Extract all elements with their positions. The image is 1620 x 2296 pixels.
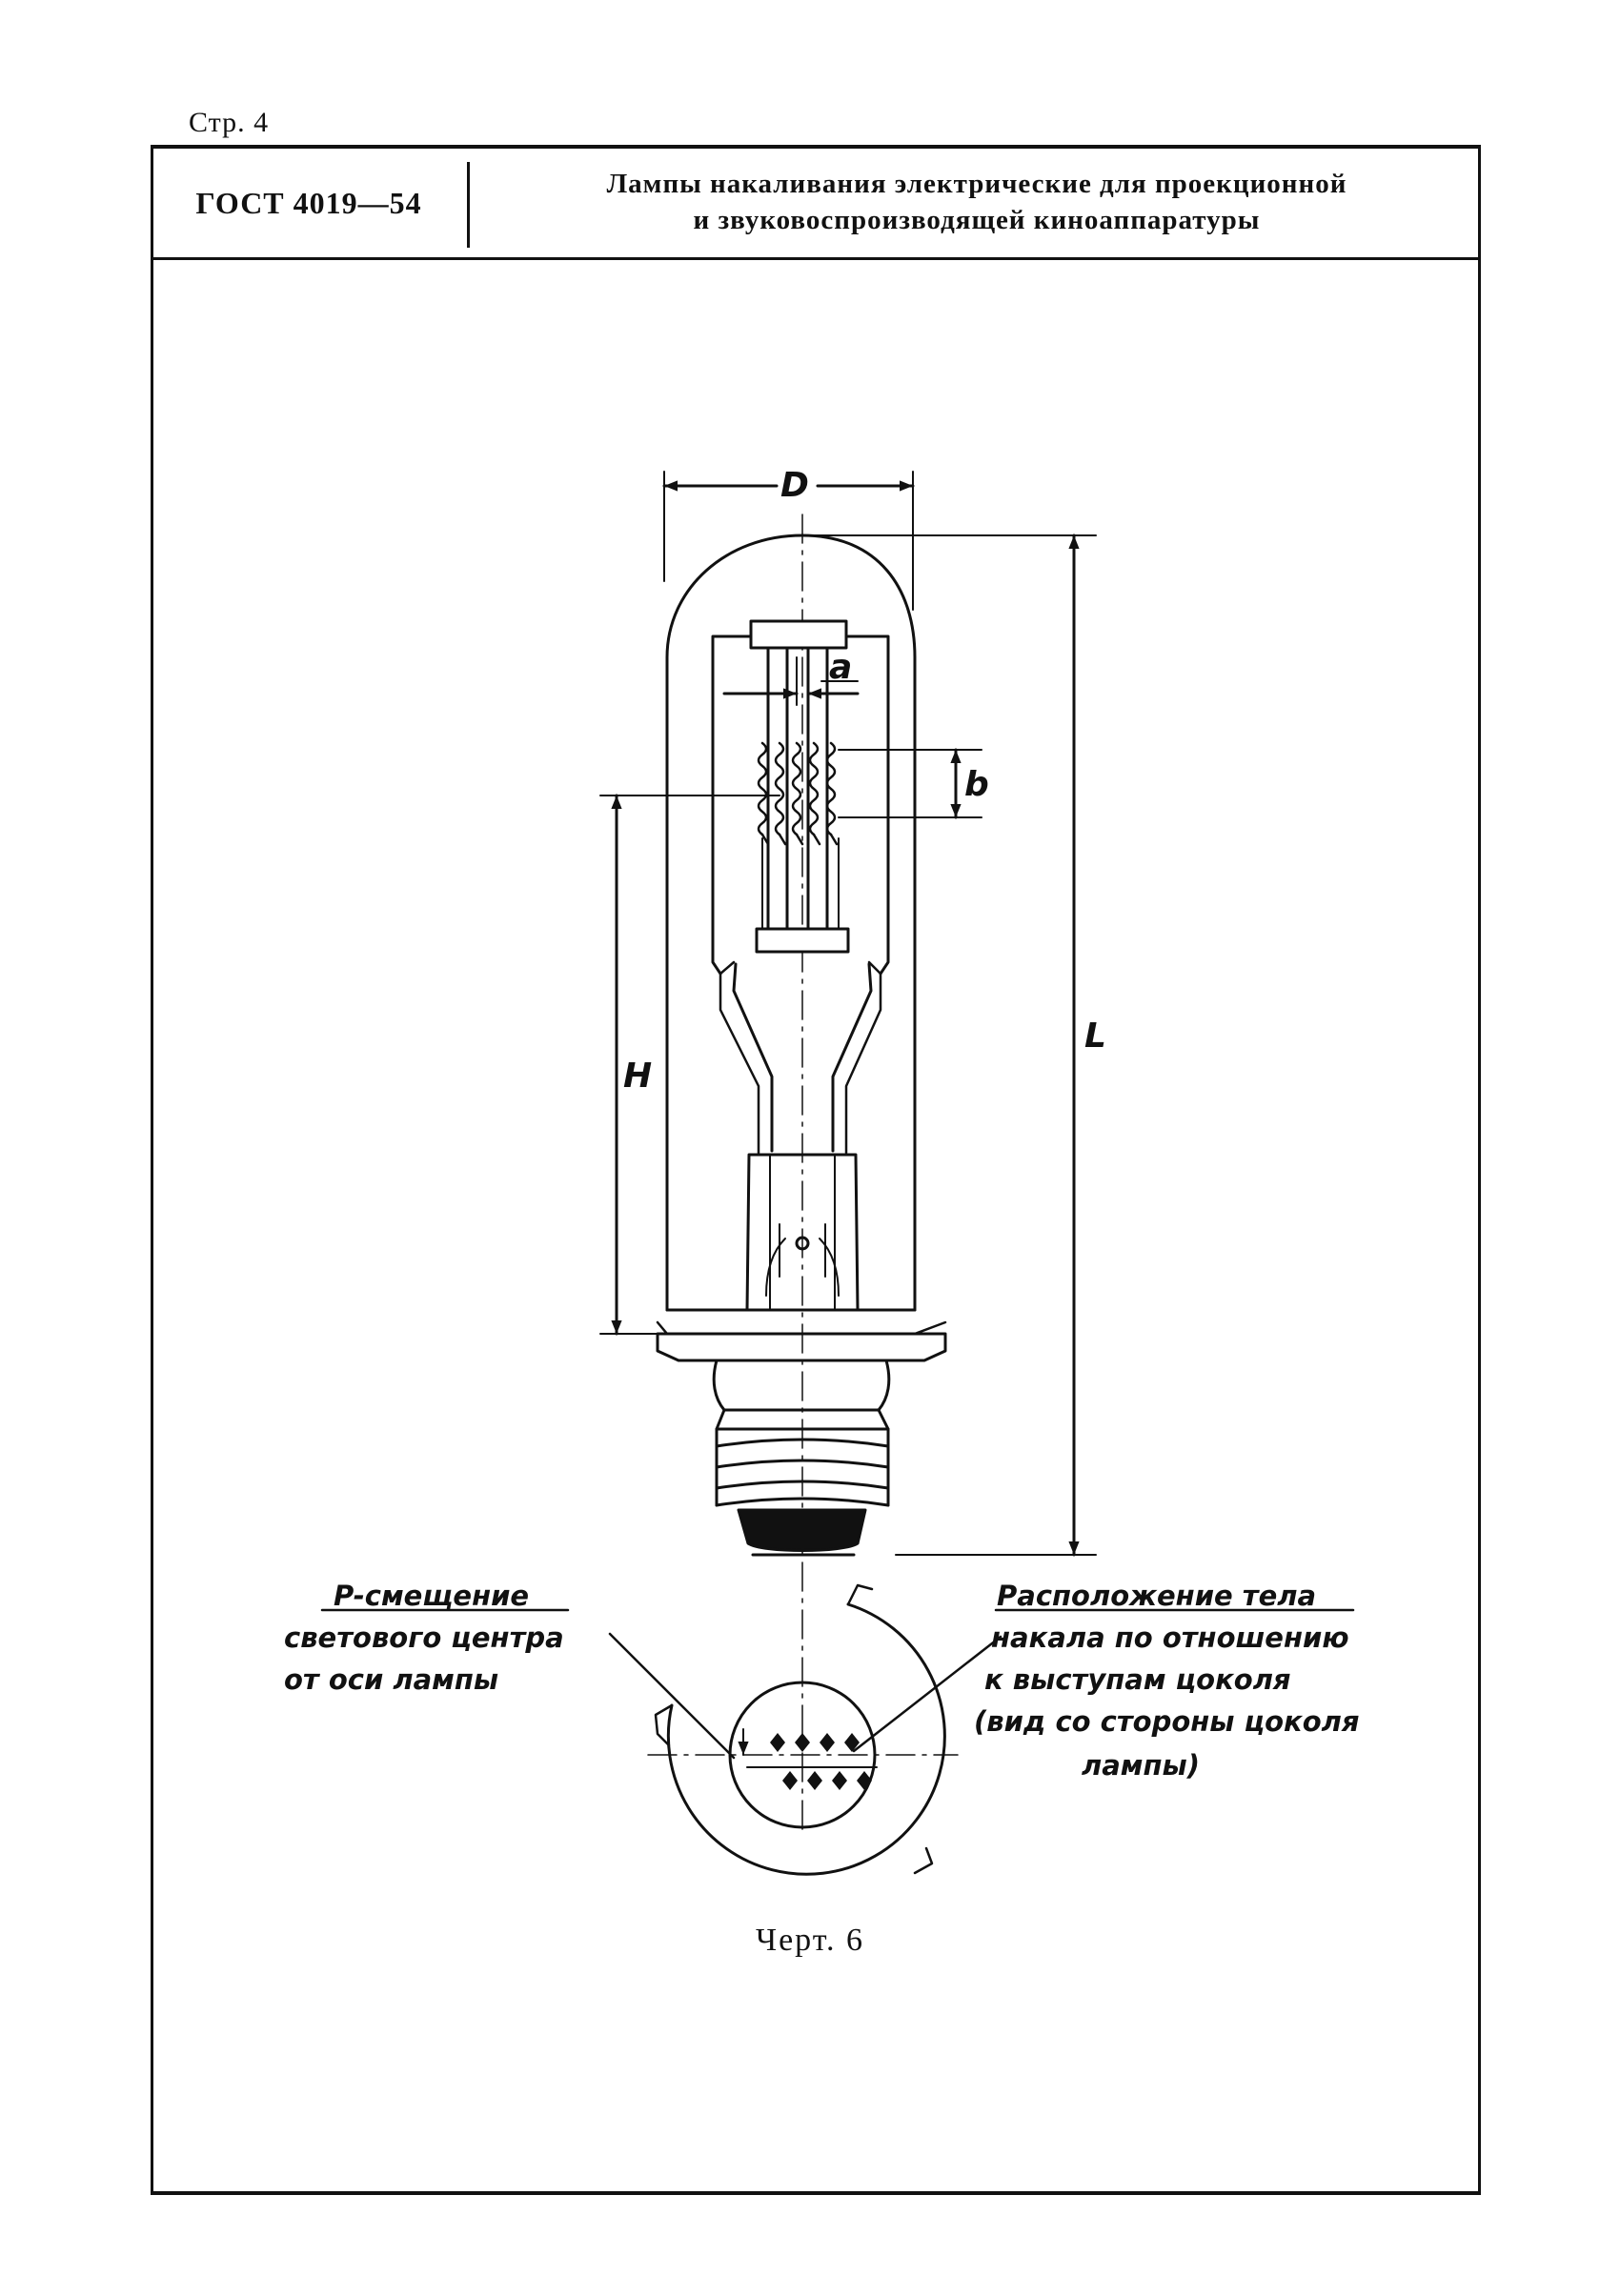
- standard-title: Лампы накаливания электрические для прое…: [476, 166, 1477, 238]
- dim-label-l: L: [1084, 1017, 1106, 1056]
- left-note-line-3: от оси лампы: [284, 1663, 499, 1696]
- filament-coils: [757, 741, 837, 836]
- page-frame: [151, 147, 1481, 2193]
- bulb-outline: [665, 534, 917, 1312]
- upper-support-right: [846, 634, 890, 976]
- lower-mica-plate: [755, 927, 850, 954]
- filament-view: [770, 1733, 872, 1790]
- page-number: Стр. 4: [189, 107, 270, 138]
- left-note-line-2: светового центра: [284, 1621, 564, 1654]
- left-note-leader: [608, 1632, 736, 1760]
- dim-label-b: b: [964, 765, 989, 804]
- right-note-line-4: (вид со стороны цоколя: [974, 1705, 1360, 1738]
- base-view-outer: [666, 1602, 946, 1876]
- screw-thread: [715, 1408, 890, 1507]
- dim-label-a: a: [829, 648, 853, 687]
- right-note-line-3: к выступам цоколя: [984, 1663, 1291, 1696]
- dim-label-d: D: [780, 466, 809, 505]
- header-top-rule: [151, 145, 1481, 149]
- left-note-line-1: P-смещение: [334, 1580, 530, 1612]
- right-note-line-1: Расположение тела: [997, 1580, 1317, 1612]
- header-divider: [467, 162, 470, 248]
- standard-code: ГОСТ 4019—54: [195, 185, 422, 220]
- frame-bottom-rule: [151, 2191, 1481, 2195]
- contact-cap: [737, 1508, 867, 1552]
- standard-title-line-2: и звуковоспроизводящей киноаппаратуры: [693, 205, 1261, 235]
- stem-press: [745, 1153, 860, 1312]
- right-note-line-2: накала по отношению: [991, 1621, 1349, 1654]
- figure-caption: Черт. 6: [755, 1923, 865, 1958]
- right-note-line-5: лампы): [1082, 1749, 1201, 1782]
- base-neck: [712, 1359, 891, 1412]
- upper-support-left: [711, 634, 755, 976]
- right-note-leader: [852, 1635, 1002, 1753]
- upper-mica-plate: [749, 619, 848, 650]
- standard-title-line-1: Лампы накаливания электрические для прое…: [606, 169, 1347, 199]
- dim-label-h: H: [623, 1057, 653, 1096]
- header-bottom-rule: [151, 257, 1481, 260]
- stem-flare: [732, 962, 873, 1153]
- base-flange: [656, 1332, 947, 1362]
